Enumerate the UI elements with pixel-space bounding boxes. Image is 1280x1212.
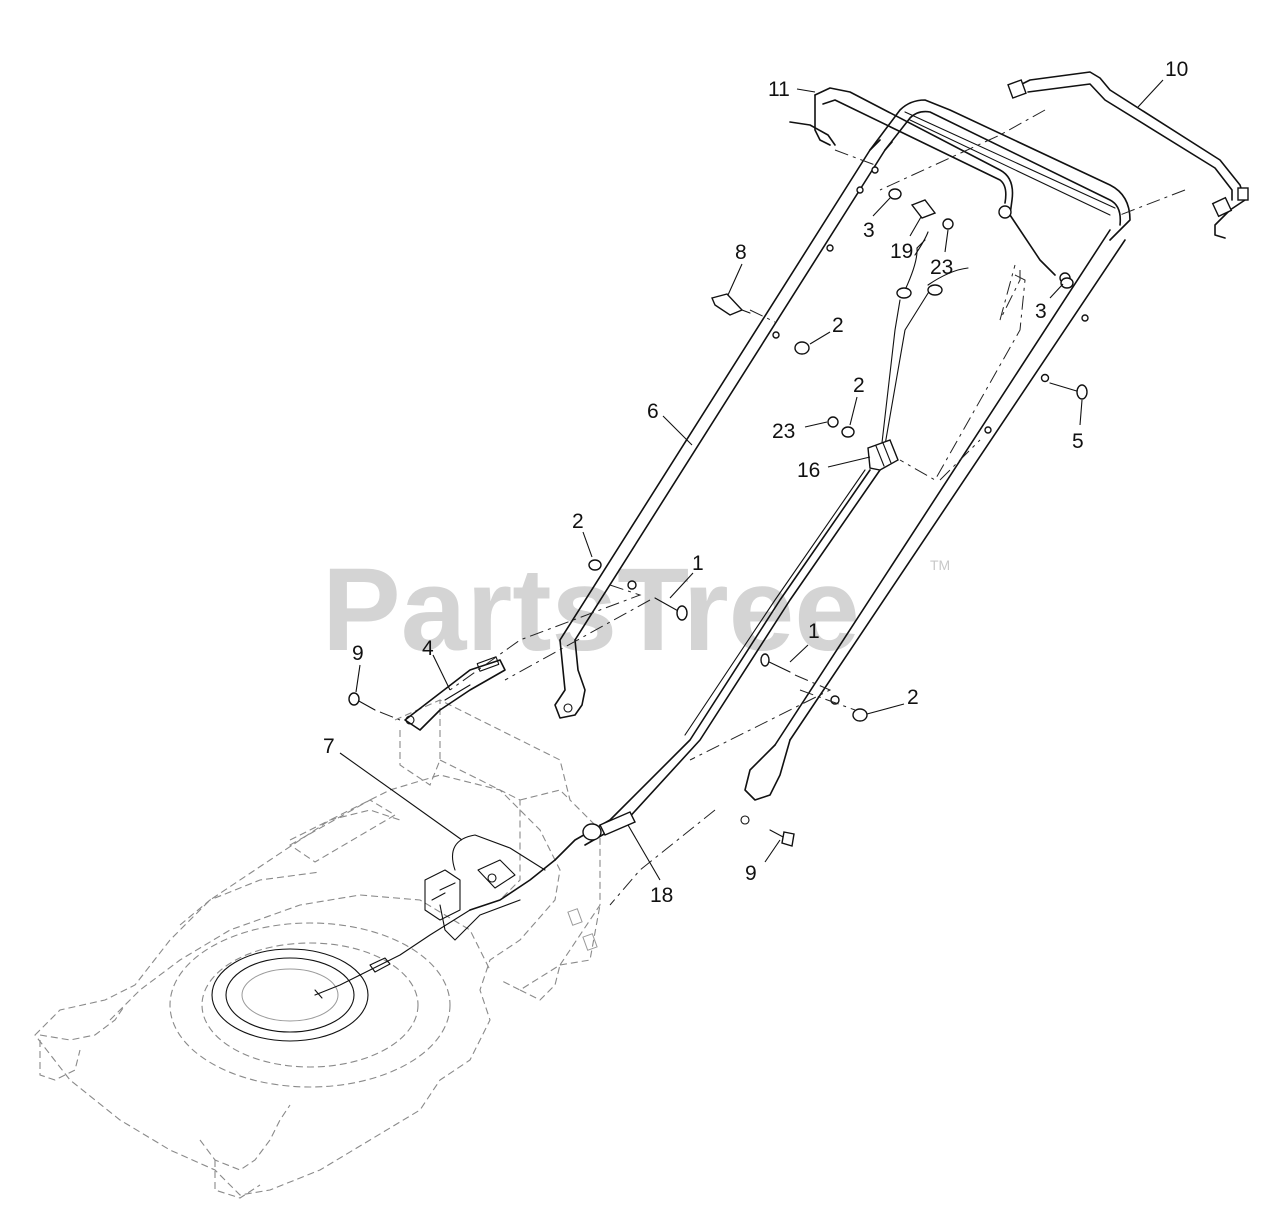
callout-18: 18 (650, 884, 673, 907)
callout-2-lower: 2 (907, 686, 919, 709)
callout-2-left: 2 (572, 510, 584, 533)
callout-4: 4 (422, 637, 434, 660)
lower-handle-right (740, 229, 1126, 825)
callout-2-middle: 2 (853, 374, 865, 397)
callout-3-lower: 3 (1035, 300, 1047, 323)
callout-19: 19 (890, 240, 913, 263)
callout-23-upper: 23 (930, 256, 953, 279)
callout-6: 6 (647, 400, 659, 423)
callouts: 1 1 2 2 2 2 3 3 4 5 6 7 8 9 9 10 11 (323, 58, 1188, 907)
callout-8: 8 (735, 241, 747, 264)
callout-9-right: 9 (745, 862, 757, 885)
handle-bracket (404, 656, 506, 731)
control-bail (789, 87, 1071, 284)
callout-1-lower: 1 (808, 620, 820, 643)
alignment-lines (379, 109, 1186, 906)
callout-16: 16 (797, 459, 820, 482)
callout-10: 10 (1165, 58, 1188, 81)
mower-deck (34, 774, 561, 1199)
operator-bar (1007, 71, 1249, 239)
callout-2-upper: 2 (832, 314, 844, 337)
control-cables (314, 231, 969, 999)
watermark: PartsTree TM (322, 544, 950, 676)
watermark-trademark: TM (930, 557, 950, 573)
callout-23-middle: 23 (772, 420, 795, 443)
callout-9-left: 9 (352, 642, 364, 665)
upper-handle-loop (826, 99, 1131, 434)
callout-5: 5 (1072, 430, 1084, 453)
callout-7: 7 (323, 735, 335, 758)
callout-1-upper: 1 (692, 552, 704, 575)
callout-3-upper: 3 (863, 219, 875, 242)
hardware (348, 188, 1088, 847)
callout-11: 11 (768, 78, 790, 101)
